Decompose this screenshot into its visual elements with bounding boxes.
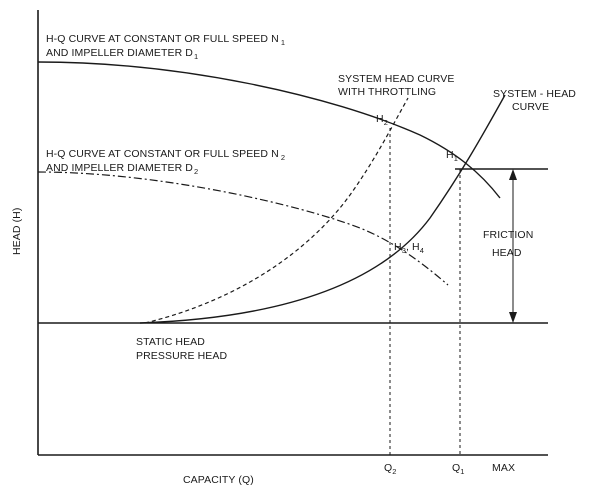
system-head-curve (139, 94, 506, 324)
y-axis-label: HEAD (H) (11, 208, 23, 255)
friction-head-label-line1: FRICTION (483, 229, 533, 241)
system-curve-label-line1: SYSTEM - HEAD (493, 88, 576, 100)
static-head-label-line1: STATIC HEAD (136, 336, 205, 348)
q1-label: Q1 (452, 462, 465, 476)
point-h3-h4-label: H3, H4 (394, 241, 424, 255)
friction-head-label-line2: HEAD (492, 247, 522, 259)
point-h1-label: H1 (446, 149, 458, 163)
static-head-label-line2: PRESSURE HEAD (136, 350, 227, 362)
x-axis-label: CAPACITY (Q) (183, 474, 254, 486)
hq-curve-n2 (37, 171, 449, 286)
hq-curve-2-label-line2: AND IMPELLER DIAMETER D2 (46, 162, 198, 176)
throttle-curve-label-line2: WITH THROTTLING (338, 86, 436, 98)
q2-label: Q2 (384, 462, 397, 476)
point-h2-label: H2 (376, 113, 388, 127)
system-curve-label-line2: CURVE (512, 101, 549, 113)
throttle-curve-label-line1: SYSTEM HEAD CURVE (338, 73, 454, 85)
friction-arrow-down-head (509, 312, 517, 323)
hq-curve-n1 (37, 61, 501, 199)
max-label: MAX (492, 462, 515, 474)
friction-arrow-up-head (509, 169, 517, 180)
throttled-system-curve (144, 97, 409, 324)
hq-curve-1-label-line2: AND IMPELLER DIAMETER D1 (46, 47, 198, 61)
